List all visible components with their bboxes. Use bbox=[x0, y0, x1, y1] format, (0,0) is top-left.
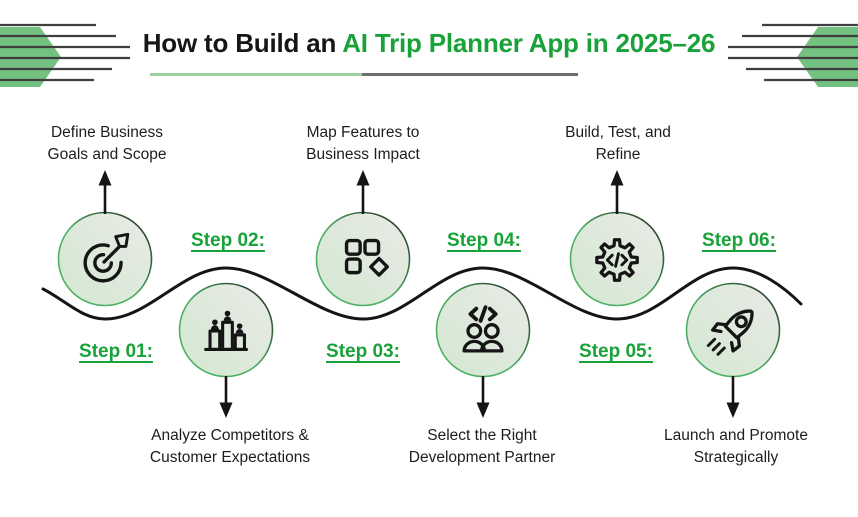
title-underline-decoration bbox=[150, 73, 578, 76]
step-4-arrow-down-icon bbox=[473, 376, 493, 420]
step-5-description: Build, Test, and Refine bbox=[565, 124, 671, 163]
step-2-arrow-down-icon bbox=[216, 376, 236, 420]
step-5-arrow-up-icon bbox=[607, 170, 627, 214]
hexagon-lines-icon bbox=[728, 23, 858, 87]
gear-code-icon bbox=[569, 211, 665, 307]
left-ornament bbox=[0, 22, 140, 88]
step-4-node bbox=[435, 282, 531, 378]
step-1-node bbox=[57, 211, 153, 307]
step-2-label: Step 02: bbox=[191, 230, 265, 251]
dev-team-code-icon bbox=[435, 282, 531, 378]
step-1-description: Define Business Goals and Scope bbox=[47, 124, 167, 163]
hexagon-lines-icon bbox=[0, 23, 130, 87]
right-ornament bbox=[718, 22, 858, 88]
step-3-node bbox=[315, 211, 411, 307]
step-1-arrow-up-icon bbox=[95, 170, 115, 214]
step-6-node bbox=[685, 282, 781, 378]
target-dart-icon bbox=[57, 211, 153, 307]
step-5-label: Step 05: bbox=[579, 341, 653, 362]
step-3-label: Step 03: bbox=[326, 341, 400, 362]
step-6-label: Step 06: bbox=[702, 230, 776, 251]
page-title: How to Build an AI Trip Planner App in 2… bbox=[0, 28, 858, 59]
title-highlight: AI Trip Planner App in 2025–26 bbox=[342, 28, 716, 58]
step-5-node bbox=[569, 211, 665, 307]
podium-people-icon bbox=[178, 282, 274, 378]
title-prefix: How to Build an bbox=[142, 28, 337, 58]
step-6-description: Launch and Promote Strategically bbox=[664, 427, 808, 466]
step-2-node bbox=[178, 282, 274, 378]
step-4-label: Step 04: bbox=[447, 230, 521, 251]
step-3-arrow-up-icon bbox=[353, 170, 373, 214]
step-1-label: Step 01: bbox=[79, 341, 153, 362]
step-3-description: Map Features to Business Impact bbox=[306, 124, 420, 163]
step-6-arrow-down-icon bbox=[723, 376, 743, 420]
step-4-description: Select the Right Development Partner bbox=[408, 427, 556, 466]
rocket-icon bbox=[685, 282, 781, 378]
categories-icon bbox=[315, 211, 411, 307]
step-2-description: Analyze Competitors & Customer Expectati… bbox=[149, 427, 311, 466]
